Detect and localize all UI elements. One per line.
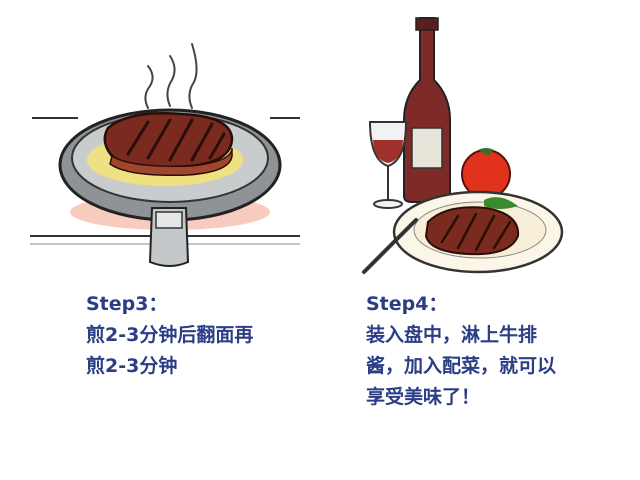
frying-pan-illustration — [30, 43, 300, 267]
step3-instructions: Step3： 煎2-3分钟后翻面再 煎2-3分钟 — [86, 289, 326, 382]
step4-line-2: 酱，加入配菜，就可以 — [366, 355, 557, 377]
step4-title: Step4： — [366, 293, 448, 315]
step3-line-2: 煎2-3分钟 — [86, 355, 178, 377]
served-steak-illustration — [362, 17, 564, 274]
step4-instructions: Step4： 装入盘中，淋上牛排 酱，加入配菜，就可以 享受美味了！ — [366, 289, 616, 413]
step3-title: Step3： — [86, 293, 168, 315]
step3-line-1: 煎2-3分钟后翻面再 — [86, 324, 254, 346]
step4-line-1: 装入盘中，淋上牛排 — [366, 324, 538, 346]
step4-line-3: 享受美味了！ — [366, 386, 481, 408]
